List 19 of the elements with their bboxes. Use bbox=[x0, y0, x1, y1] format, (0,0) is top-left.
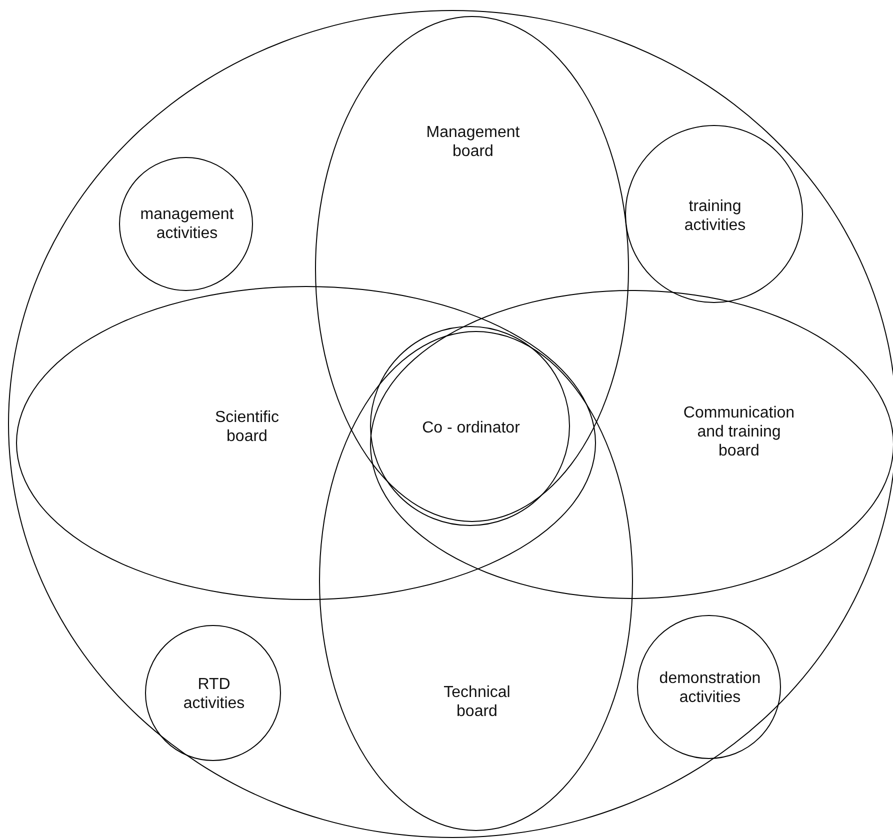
node-label: RTD activities bbox=[182, 675, 246, 713]
ellipse-node bbox=[370, 326, 570, 526]
ellipse-node bbox=[319, 331, 633, 831]
node-label: training activities bbox=[683, 197, 747, 235]
ellipse-node bbox=[119, 157, 253, 291]
node-label: Communication and training board bbox=[682, 404, 796, 460]
node-label: Co - ordinator bbox=[421, 418, 521, 438]
ellipse-node bbox=[16, 286, 596, 600]
ellipse-node bbox=[637, 615, 781, 759]
node-label: Management board bbox=[425, 123, 521, 161]
ellipse-outline bbox=[8, 10, 893, 838]
ellipse-node bbox=[625, 125, 803, 303]
node-label: Technical board bbox=[442, 683, 512, 721]
ellipse-node bbox=[370, 290, 893, 599]
node-label: Scientific board bbox=[214, 408, 280, 446]
node-label: demonstration activities bbox=[658, 669, 762, 707]
ellipse-node bbox=[145, 625, 281, 761]
node-label: management activities bbox=[139, 205, 235, 243]
ellipse-node bbox=[315, 16, 629, 522]
